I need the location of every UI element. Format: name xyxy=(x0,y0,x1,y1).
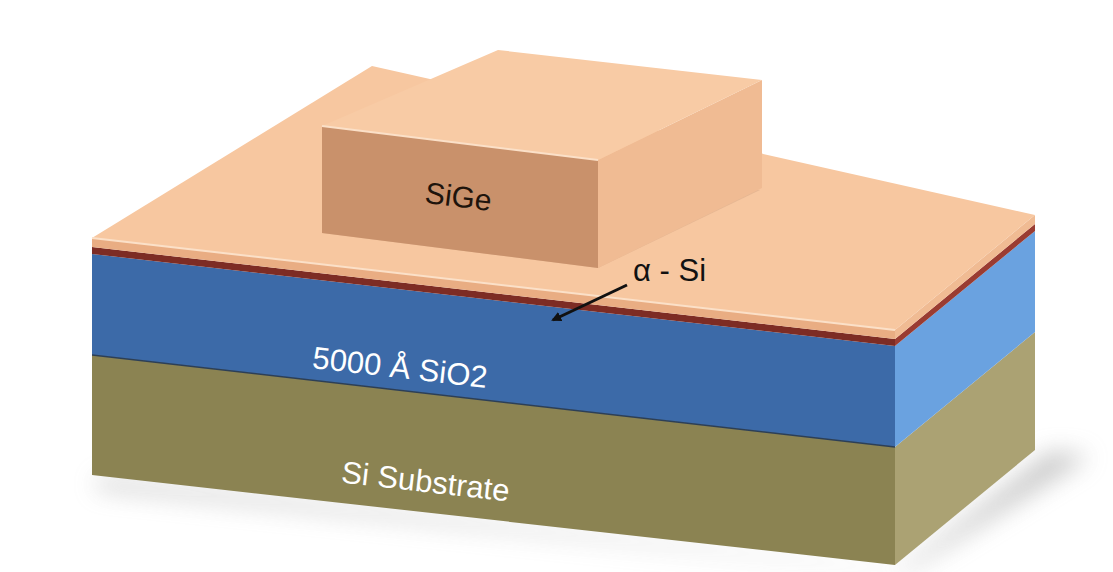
layer-label: Si Substrate xyxy=(339,456,511,509)
callout-label: α - Si xyxy=(633,254,706,288)
leader-arrow xyxy=(553,285,627,320)
edge-highlight xyxy=(322,126,598,160)
sige-block-front xyxy=(322,126,598,268)
layer-node: 5000 Å SiO2 xyxy=(304,336,496,400)
layer-boundary xyxy=(92,355,895,447)
layer-label: 5000 Å SiO2 xyxy=(311,341,490,395)
layer-node: Si Substrate xyxy=(333,450,518,513)
layer-label: SiGe xyxy=(423,176,493,217)
layer-node: SiGe xyxy=(416,171,499,221)
